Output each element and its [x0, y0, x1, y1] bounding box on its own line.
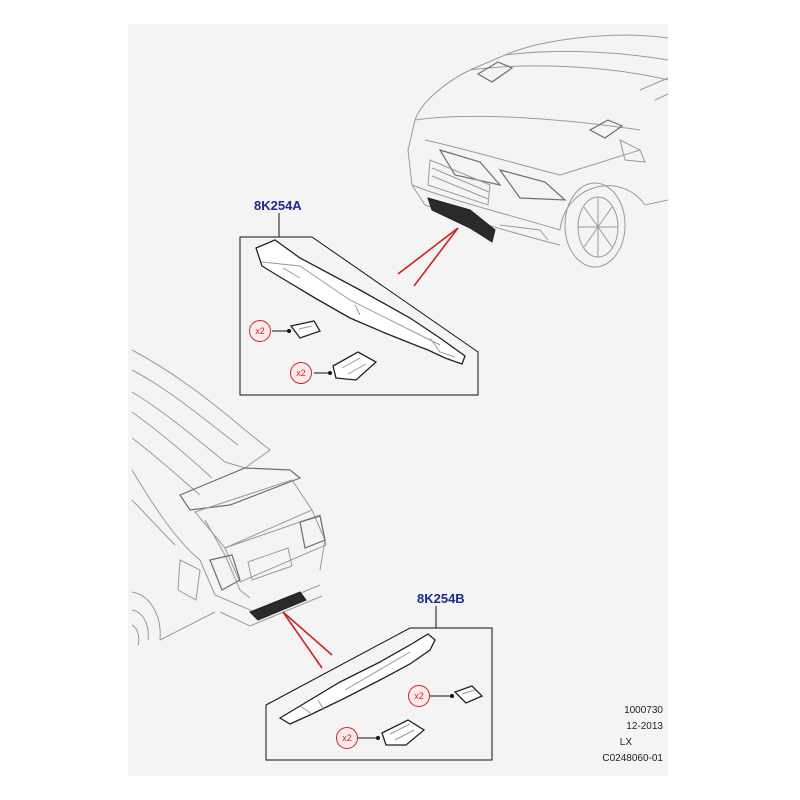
front-lower-bumper-part — [255, 239, 466, 365]
front-leader-lines — [397, 227, 459, 287]
front-part-callout: 8K254A — [254, 198, 302, 213]
front-fixing-pad-2 — [332, 351, 378, 381]
footer-illustration-code: C0248060-01 — [602, 753, 663, 764]
rear-lower-bumper-part — [278, 633, 436, 725]
front-fixing-1-quantity-badge: x2 — [249, 320, 271, 342]
rear-vehicle-illustration — [131, 349, 327, 646]
rear-detail-box — [265, 627, 493, 761]
rear-fixing-pad-2 — [381, 719, 426, 746]
rear-fixing-1-quantity-badge: x2 — [408, 685, 430, 707]
front-fixing-pad-1 — [289, 320, 321, 339]
footer-model-code: LX — [619, 737, 632, 748]
front-detail-box — [239, 236, 479, 396]
front-fixing-2-quantity-badge: x2 — [290, 362, 312, 384]
footer-reference-number: 1000730 — [624, 705, 663, 716]
footer-date: 12-2013 — [626, 721, 663, 732]
rear-fixing-pad-1 — [453, 685, 484, 704]
drawing-sheet — [128, 24, 668, 776]
front-vehicle-illustration — [407, 34, 669, 268]
rear-leader-lines — [282, 611, 333, 669]
rear-part-callout: 8K254B — [417, 591, 465, 606]
rear-fixing-2-quantity-badge: x2 — [336, 727, 358, 749]
